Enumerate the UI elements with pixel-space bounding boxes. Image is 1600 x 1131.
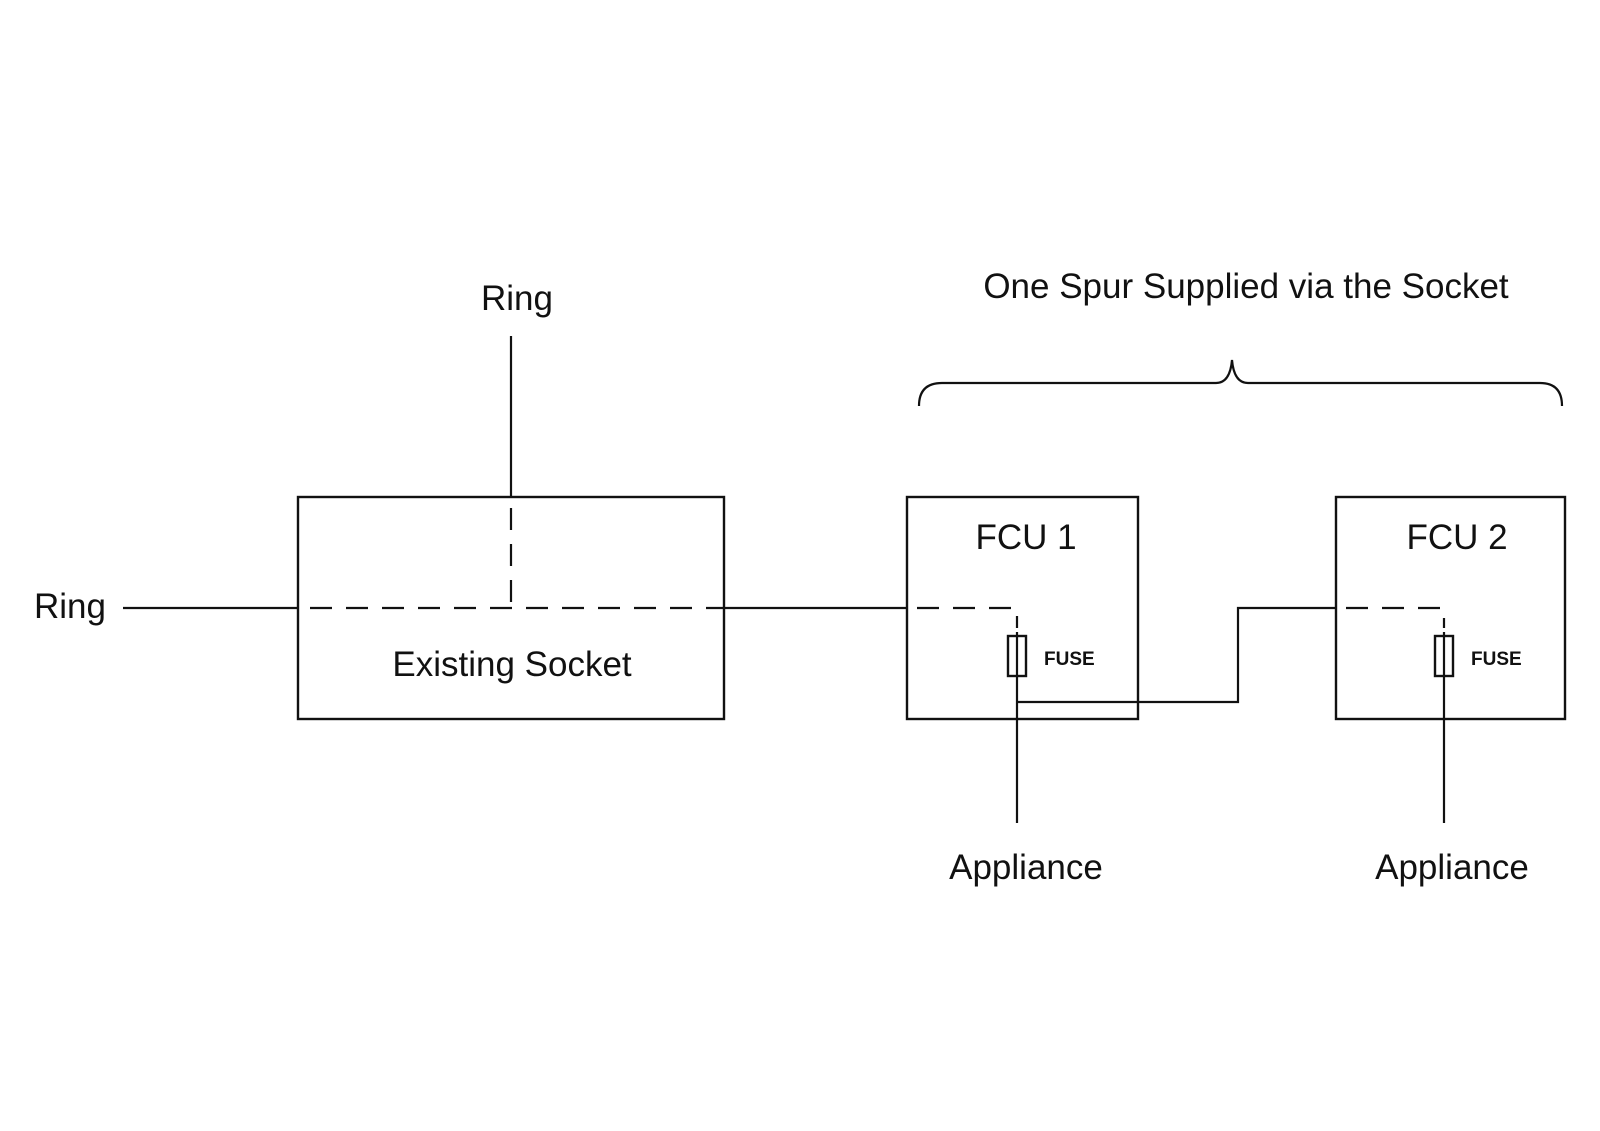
- spur-brace: [917, 359, 1564, 407]
- ring-label-left: Ring: [34, 587, 106, 626]
- fcu2-internal-dashed: [1346, 606, 1446, 628]
- fcu1-label: FCU 1: [975, 518, 1076, 557]
- appliance2-label: Appliance: [1375, 848, 1529, 887]
- fcu2-label: FCU 2: [1406, 518, 1507, 557]
- fcu2-box: [1334, 495, 1567, 721]
- appliance1-label: Appliance: [949, 848, 1103, 887]
- spur-title: One Spur Supplied via the Socket: [983, 267, 1509, 306]
- existing-socket-label: Existing Socket: [392, 645, 632, 684]
- fuse1-label: FUSE: [1044, 649, 1095, 670]
- ring-label-top: Ring: [481, 279, 553, 318]
- fuse2-label: FUSE: [1471, 649, 1522, 670]
- spur-cable-fcu1-to-fcu2: [1017, 606, 1336, 704]
- fcu1-internal-dashed: [917, 606, 1019, 628]
- fcu1-box: [905, 495, 1140, 721]
